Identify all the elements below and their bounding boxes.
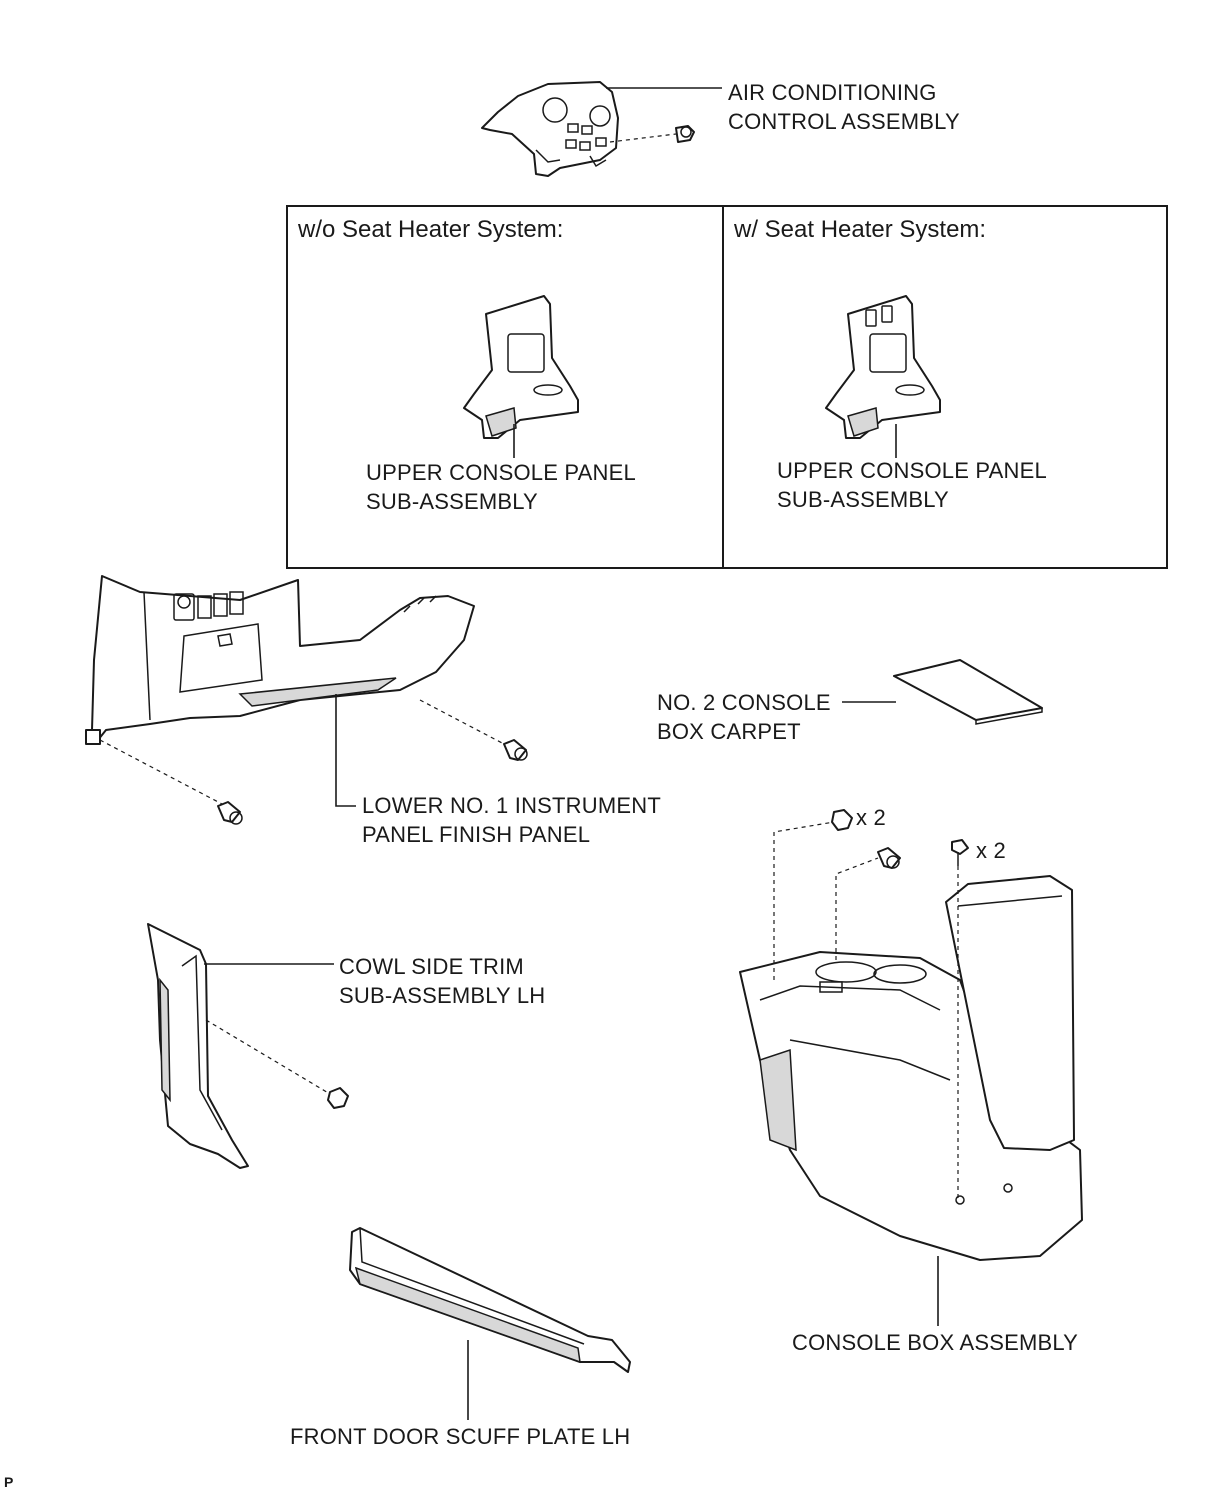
lower-finish-panel-drawing [85,575,528,825]
scuff-plate-drawing [349,1227,631,1420]
ac-control-assembly-drawing [481,81,722,177]
upper-console-panel-left-drawing [463,295,579,458]
console-box-label: CONSOLE BOX ASSEMBLY [792,1330,1079,1355]
corner-code: P [4,1474,14,1490]
cowl-side-trim-drawing [147,923,349,1169]
scuff-plate-label: FRONT DOOR SCUFF PLATE LH [290,1424,631,1449]
upper-console-panel-right-drawing [825,295,941,458]
with-seat-heater-title: w/ Seat Heater System: [734,216,987,243]
screw-quantity-label: x 2 [976,838,1006,863]
clip-quantity-label: x 2 [856,805,886,830]
without-seat-heater-title: w/o Seat Heater System: [298,216,564,243]
console-box-drawing [739,809,1083,1326]
seat-heater-frame [286,205,1168,569]
console-carpet-drawing [842,659,1043,725]
